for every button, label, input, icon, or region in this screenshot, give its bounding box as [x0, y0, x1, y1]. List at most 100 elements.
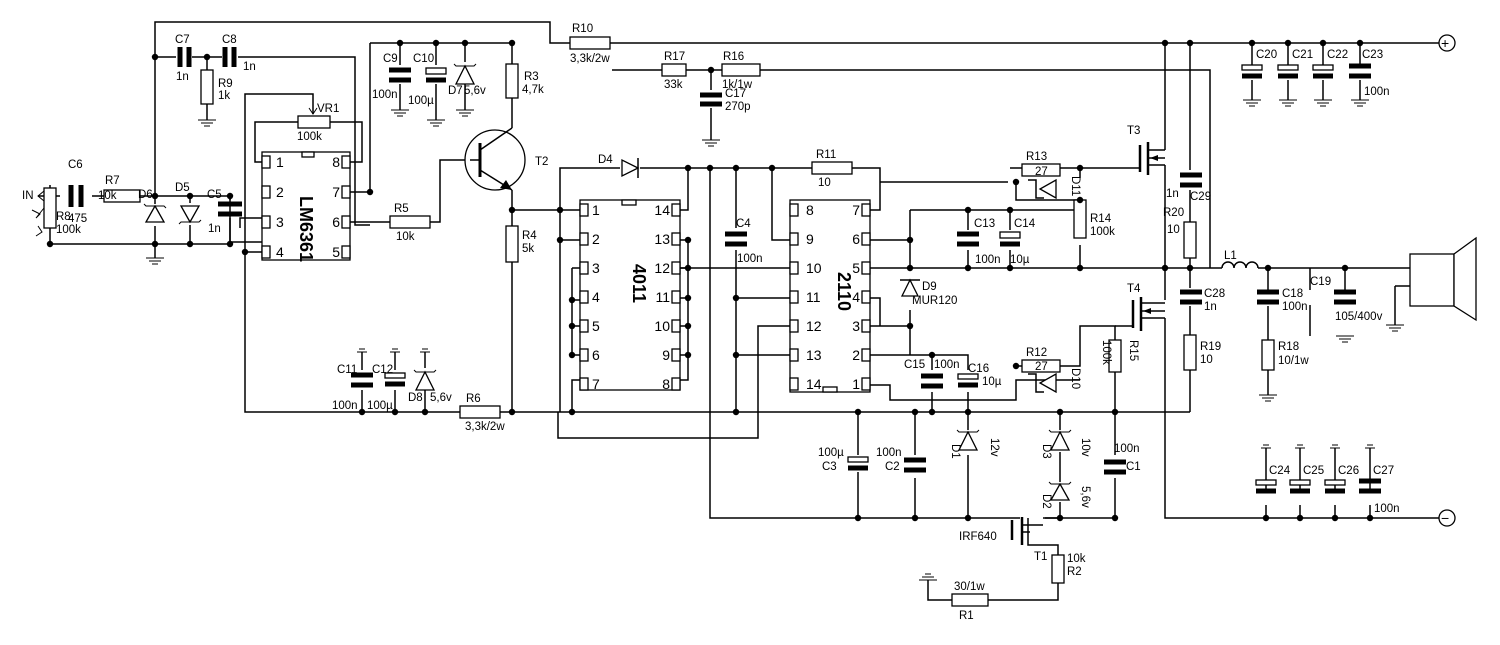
svg-text:T4: T4 [1127, 283, 1141, 295]
svg-text:C4: C4 [736, 218, 751, 230]
svg-text:D5: D5 [175, 182, 190, 194]
u2110-pin-right [861, 348, 871, 362]
junction-dot [1056, 408, 1064, 416]
junction-dot [1264, 264, 1272, 272]
svg-text:5,6v: 5,6v [430, 392, 452, 404]
svg-text:C20: C20 [1256, 49, 1277, 61]
junction-dot [151, 53, 159, 61]
junction-dot [1006, 206, 1014, 214]
svg-text:C29: C29 [1190, 191, 1211, 203]
svg-text:100k: 100k [1090, 226, 1115, 238]
svg-text:C2: C2 [885, 461, 900, 473]
svg-text:100n: 100n [737, 253, 763, 265]
lm6361-pin-label: 2 [276, 184, 284, 200]
junction-dot [568, 296, 576, 304]
junction-dot [964, 514, 972, 522]
svg-text:C9: C9 [383, 53, 398, 65]
svg-text:R4: R4 [522, 230, 537, 242]
junction-dot [391, 408, 399, 416]
svg-text:270p: 270p [725, 101, 751, 113]
lm6361-pin-label: 1 [276, 154, 284, 170]
svg-text:R8: R8 [56, 211, 71, 223]
junction-dot [732, 294, 740, 302]
u2110-pin-right [861, 319, 871, 333]
junction-dot [568, 408, 576, 416]
svg-text:100n: 100n [934, 359, 960, 371]
u2110-pin-label: 3 [852, 318, 860, 334]
svg-text:D6: D6 [138, 189, 153, 201]
capacitor-c24: C24 [1255, 465, 1291, 494]
junction-dot [556, 206, 564, 214]
svg-text:C7: C7 [175, 34, 190, 46]
svg-text:T3: T3 [1127, 125, 1140, 137]
lm6361-pin-right [341, 245, 351, 259]
svg-text:C16: C16 [968, 363, 989, 375]
lm6361-pin-label: 4 [276, 244, 284, 260]
u2110-pin-right [861, 377, 871, 391]
junction-dot [186, 192, 194, 200]
u2110-pin-left [789, 319, 799, 333]
svg-text:100n: 100n [876, 447, 902, 459]
junction-dot [1186, 39, 1194, 47]
svg-text:R14: R14 [1090, 213, 1112, 225]
svg-text:100k: 100k [1100, 340, 1112, 365]
svg-text:C15: C15 [904, 359, 925, 371]
junction-dot [1331, 514, 1339, 522]
u4011-pin-left [579, 348, 589, 362]
mosfet-t3: T3 [1127, 125, 1165, 175]
svg-text:C8: C8 [222, 34, 237, 46]
svg-text:100n: 100n [1282, 301, 1308, 313]
svg-text:R9: R9 [218, 78, 233, 90]
u2110-pin-label: 10 [806, 260, 822, 276]
junction-dot [226, 240, 234, 248]
svg-text:3,3k/2w: 3,3k/2w [570, 53, 610, 65]
svg-text:100n: 100n [372, 89, 398, 101]
svg-text:10v: 10v [1079, 438, 1091, 457]
junction-dot [684, 264, 692, 272]
junction-dot [964, 264, 972, 272]
svg-text:105/400v: 105/400v [1335, 311, 1383, 323]
junction-dot [906, 264, 914, 272]
u4011-pin-right [671, 203, 681, 217]
zener-d1: D1 12v [949, 429, 1000, 459]
svg-text:−: − [1441, 510, 1449, 526]
lm6361-pin-left [261, 155, 271, 169]
u2110-pin-left [789, 232, 799, 246]
svg-text:R6: R6 [466, 393, 481, 405]
junction-dot [964, 408, 972, 416]
junction-dot [707, 66, 715, 74]
u4011-pin-label: 3 [592, 260, 600, 276]
diode-d11: D11 [1028, 176, 1081, 200]
lm6361-pin-label: 7 [332, 184, 340, 200]
junction-dot [1056, 514, 1064, 522]
u2110-pin-right [861, 203, 871, 217]
junction-dot [684, 351, 692, 359]
svg-text:R15: R15 [1127, 340, 1139, 361]
lm6361-pin-label: 5 [332, 244, 340, 260]
zener-d2: D2 5,6v [1040, 481, 1091, 509]
svg-text:D10: D10 [1069, 368, 1081, 389]
u2110-pin-label: 6 [852, 231, 860, 247]
junction-dot [684, 294, 692, 302]
junction-dot [508, 206, 516, 214]
svg-text:C11: C11 [337, 364, 357, 376]
junction-dot [151, 240, 159, 248]
resistor-r3: R34,7k [505, 63, 544, 99]
lm6361-pin-right [341, 215, 351, 229]
terminal-plus: + [1438, 34, 1456, 52]
svg-text:10µ: 10µ [1010, 254, 1030, 266]
svg-text:D7: D7 [448, 85, 463, 97]
lm6361-pin-label: 8 [332, 154, 340, 170]
junction-dot [768, 164, 776, 172]
